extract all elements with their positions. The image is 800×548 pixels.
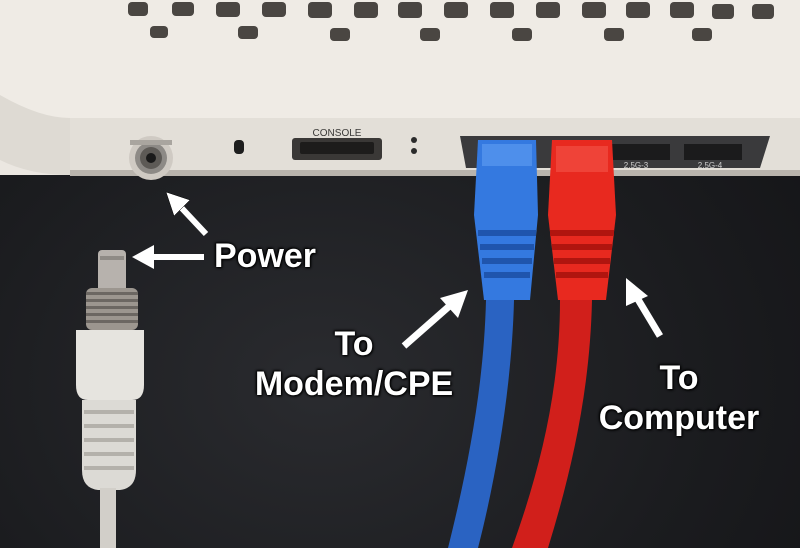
modem-label-line1: To — [334, 325, 374, 363]
modem-label: To Modem/CPE — [244, 324, 464, 404]
power-label: Power — [214, 236, 316, 276]
computer-label: To Computer — [584, 358, 774, 438]
power-jack — [129, 136, 173, 180]
console-port — [292, 138, 382, 160]
reset-hole — [234, 140, 244, 154]
blue-ethernet-cable — [448, 140, 538, 548]
port-label-3: 2.5G-3 — [624, 161, 649, 170]
led-indicator — [411, 148, 417, 154]
led-indicator — [411, 137, 417, 143]
arrow-to-power-jack — [165, 191, 209, 237]
arrow-to-blue-cable — [401, 290, 468, 349]
computer-label-line1: To — [659, 359, 699, 397]
router-body — [0, 0, 800, 180]
computer-label-line2: Computer — [598, 399, 760, 437]
port-label-4: 2.5G-4 — [698, 161, 723, 170]
console-label: CONSOLE — [313, 128, 362, 139]
arrow-to-power-plug — [132, 245, 204, 269]
vent-holes — [128, 2, 774, 41]
power-label-text: Power — [214, 237, 317, 275]
dc-power-plug — [76, 250, 144, 548]
red-ethernet-cable — [512, 140, 616, 548]
arrow-to-red-cable — [626, 278, 664, 338]
ethernet-port-block — [460, 136, 770, 168]
modem-label-line2: Modem/CPE — [254, 365, 454, 403]
